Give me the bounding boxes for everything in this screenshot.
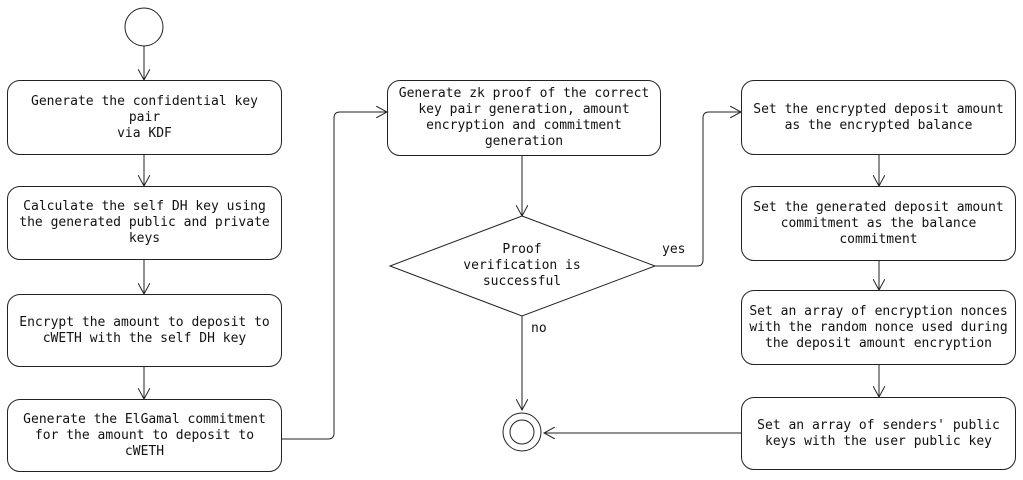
edge-label-yes: yes bbox=[662, 242, 686, 257]
node-set-encrypted-balance: Set the encrypted deposit amount as the … bbox=[741, 80, 1016, 155]
edge-decision-yes bbox=[655, 112, 741, 267]
end-node-inner bbox=[509, 419, 535, 445]
node-generate-commitment: Generate the ElGamal commitment for the … bbox=[7, 399, 282, 472]
node-generate-key-pair: Generate the confidential key pair via K… bbox=[7, 80, 282, 155]
node-calculate-dh-key: Calculate the self DH key using the gene… bbox=[7, 186, 282, 260]
node-set-balance-commitment: Set the generated deposit amount commitm… bbox=[741, 186, 1016, 261]
decision-label: Proof verification is successful bbox=[463, 242, 581, 289]
node-set-sender-keys: Set an array of senders' public keys wit… bbox=[741, 397, 1016, 470]
edge-label-no: no bbox=[531, 321, 547, 336]
node-set-nonces: Set an array of encryption nonces with t… bbox=[741, 290, 1016, 365]
edge-commitment-to-zkproof bbox=[282, 112, 387, 440]
start-node bbox=[124, 7, 164, 47]
node-encrypt-amount: Encrypt the amount to deposit to cWETH w… bbox=[7, 294, 282, 367]
node-generate-zk-proof: Generate zk proof of the correct key pai… bbox=[387, 80, 661, 156]
